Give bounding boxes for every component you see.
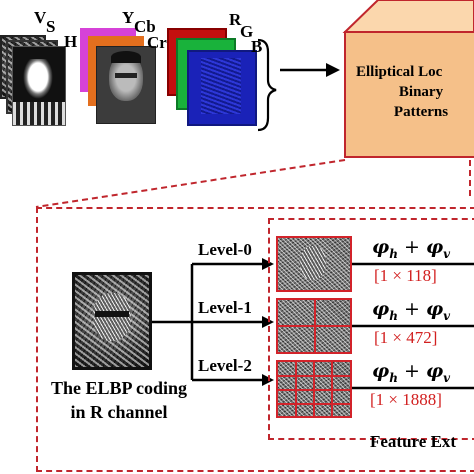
cube-label-line-1: Elliptical Loc: [356, 64, 443, 80]
label-cb: Cb: [134, 17, 156, 36]
elbp-caption-line-2: in R channel: [70, 402, 168, 422]
plus-sign: +: [397, 360, 426, 382]
level-1-dimension: [1 × 472]: [374, 328, 438, 347]
label-h: H: [64, 32, 78, 51]
cube-label: Elliptical Loc Binary Patterns: [356, 62, 474, 122]
brace-arrow-head: [326, 63, 340, 77]
plus-sign: +: [397, 298, 426, 320]
elbp-detail-frame: [36, 207, 474, 472]
plus-sign: +: [397, 236, 426, 258]
label-y: Y: [122, 8, 135, 27]
label-b: B: [251, 37, 263, 56]
sub-v: v: [443, 308, 451, 323]
sub-h: h: [389, 370, 398, 385]
label-r: R: [229, 10, 242, 29]
sub-h: h: [389, 246, 398, 261]
elbp-caption-line-1: The ELBP coding: [50, 378, 188, 398]
elbp-r-channel-image: [72, 272, 152, 370]
phi-h: φ: [372, 298, 390, 320]
sub-v: v: [443, 246, 451, 261]
phi-h: φ: [372, 360, 390, 382]
feature-extraction-box: [268, 218, 474, 440]
vsh-image-front: [12, 46, 66, 126]
sub-h: h: [389, 308, 398, 323]
level-1-formula: φh + φv: [370, 298, 453, 323]
level-1-label: Level-1: [198, 298, 252, 317]
label-g: G: [240, 22, 254, 41]
label-s: S: [46, 17, 56, 36]
ycbcr-image-front: [96, 46, 156, 124]
level-2-label: Level-2: [198, 356, 252, 375]
phi-v: φ: [425, 360, 444, 382]
level-0-image: [276, 236, 352, 292]
label-v: V: [34, 8, 47, 27]
level-2-image: [276, 360, 352, 418]
phi-h: φ: [372, 236, 390, 258]
phi-v: φ: [425, 236, 444, 258]
guide-line-left: [35, 159, 346, 208]
level-1-image: [276, 298, 352, 354]
right-brace: [257, 38, 277, 132]
level-0-label: Level-0: [198, 240, 252, 259]
phi-v: φ: [425, 298, 444, 320]
level-2-dimension: [1 × 1888]: [370, 390, 442, 409]
cube-label-line-2: Binary: [398, 84, 444, 100]
level-0-formula: φh + φv: [370, 236, 453, 261]
rgb-image-blue: [187, 50, 257, 126]
elbp-caption: The ELBP coding in R channel: [44, 376, 194, 424]
level-2-formula: φh + φv: [370, 360, 453, 385]
cube-front-face: [344, 31, 474, 158]
feature-extraction-label: Feature Ext: [370, 432, 457, 451]
label-cr: Cr: [147, 33, 167, 52]
level-0-dimension: [1 × 118]: [374, 266, 437, 285]
sub-v: v: [443, 370, 451, 385]
cube-label-line-3: Patterns: [393, 104, 449, 120]
